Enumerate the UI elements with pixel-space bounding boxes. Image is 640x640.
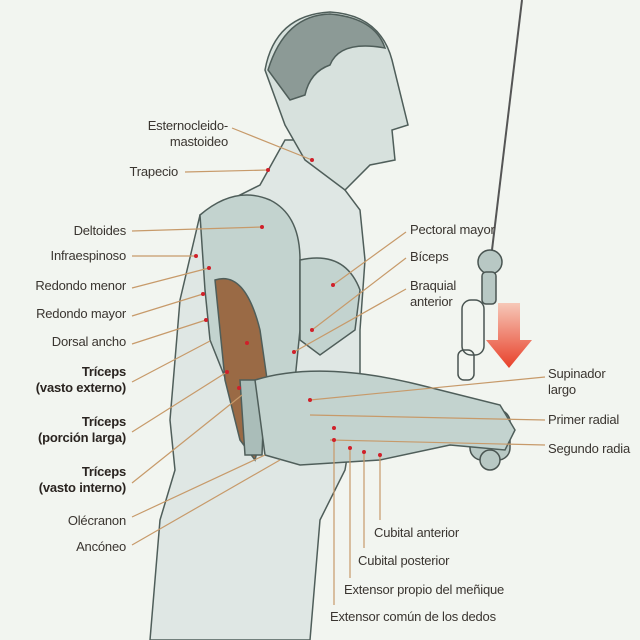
label-infraespinoso: Infraespinoso xyxy=(50,248,127,263)
leader-lines xyxy=(131,127,546,605)
label-esternocleidomastoideo: Esternocleido-mastoideo xyxy=(147,118,229,150)
label-line: Tríceps xyxy=(81,464,126,479)
label-olecranon: Olécranon xyxy=(67,513,126,528)
label-extensor-comun-dedos: Extensor común de los dedos xyxy=(330,609,496,624)
label-line: mastoideo xyxy=(169,134,228,149)
label-primer-radial: Primer radial xyxy=(548,412,620,427)
label-trapecio: Trapecio xyxy=(129,164,179,179)
figure xyxy=(149,11,516,640)
label-triceps-porcion-larga: Tríceps(porción larga) xyxy=(38,414,126,446)
label-line: (vasto interno) xyxy=(38,480,126,495)
label-extensor-propio-menique: Extensor propio del meñique xyxy=(344,582,505,597)
cable xyxy=(491,0,523,251)
label-line: anterior xyxy=(410,294,453,309)
forearm xyxy=(254,370,516,466)
label-redondo-menor: Redondo menor xyxy=(35,278,126,293)
label-pectoral-mayor: Pectoral mayor xyxy=(410,222,495,237)
label-cubital-anterior: Cubital anterior xyxy=(374,525,459,540)
marker-dots xyxy=(194,158,382,457)
label-line: Tríceps xyxy=(81,364,126,379)
label-triceps-vasto-externo: Tríceps(vasto externo) xyxy=(36,364,126,396)
label-triceps-vasto-interno: Tríceps(vasto interno) xyxy=(39,464,126,496)
biceps xyxy=(299,257,361,356)
label-line: Tríceps xyxy=(81,414,126,429)
hair xyxy=(267,13,387,101)
label-redondo-mayor: Redondo mayor xyxy=(36,306,126,321)
label-line: Esternocleido- xyxy=(147,118,229,133)
label-line: (porción larga) xyxy=(37,430,126,445)
label-line: Supinador xyxy=(548,366,606,381)
label-line: Braquial xyxy=(410,278,457,293)
label-dorsal-ancho: Dorsal ancho xyxy=(51,334,126,349)
label-biceps: Bíceps xyxy=(410,249,449,264)
label-deltoides: Deltoides xyxy=(73,223,127,238)
down-arrow-icon xyxy=(486,303,532,368)
label-segundo-radial: Segundo radia xyxy=(548,441,630,456)
label-line: largo xyxy=(548,382,576,397)
label-line: (vasto externo) xyxy=(35,380,126,395)
label-cubital-posterior: Cubital posterior xyxy=(358,553,450,568)
label-anconeo: Ancóneo xyxy=(76,539,126,554)
